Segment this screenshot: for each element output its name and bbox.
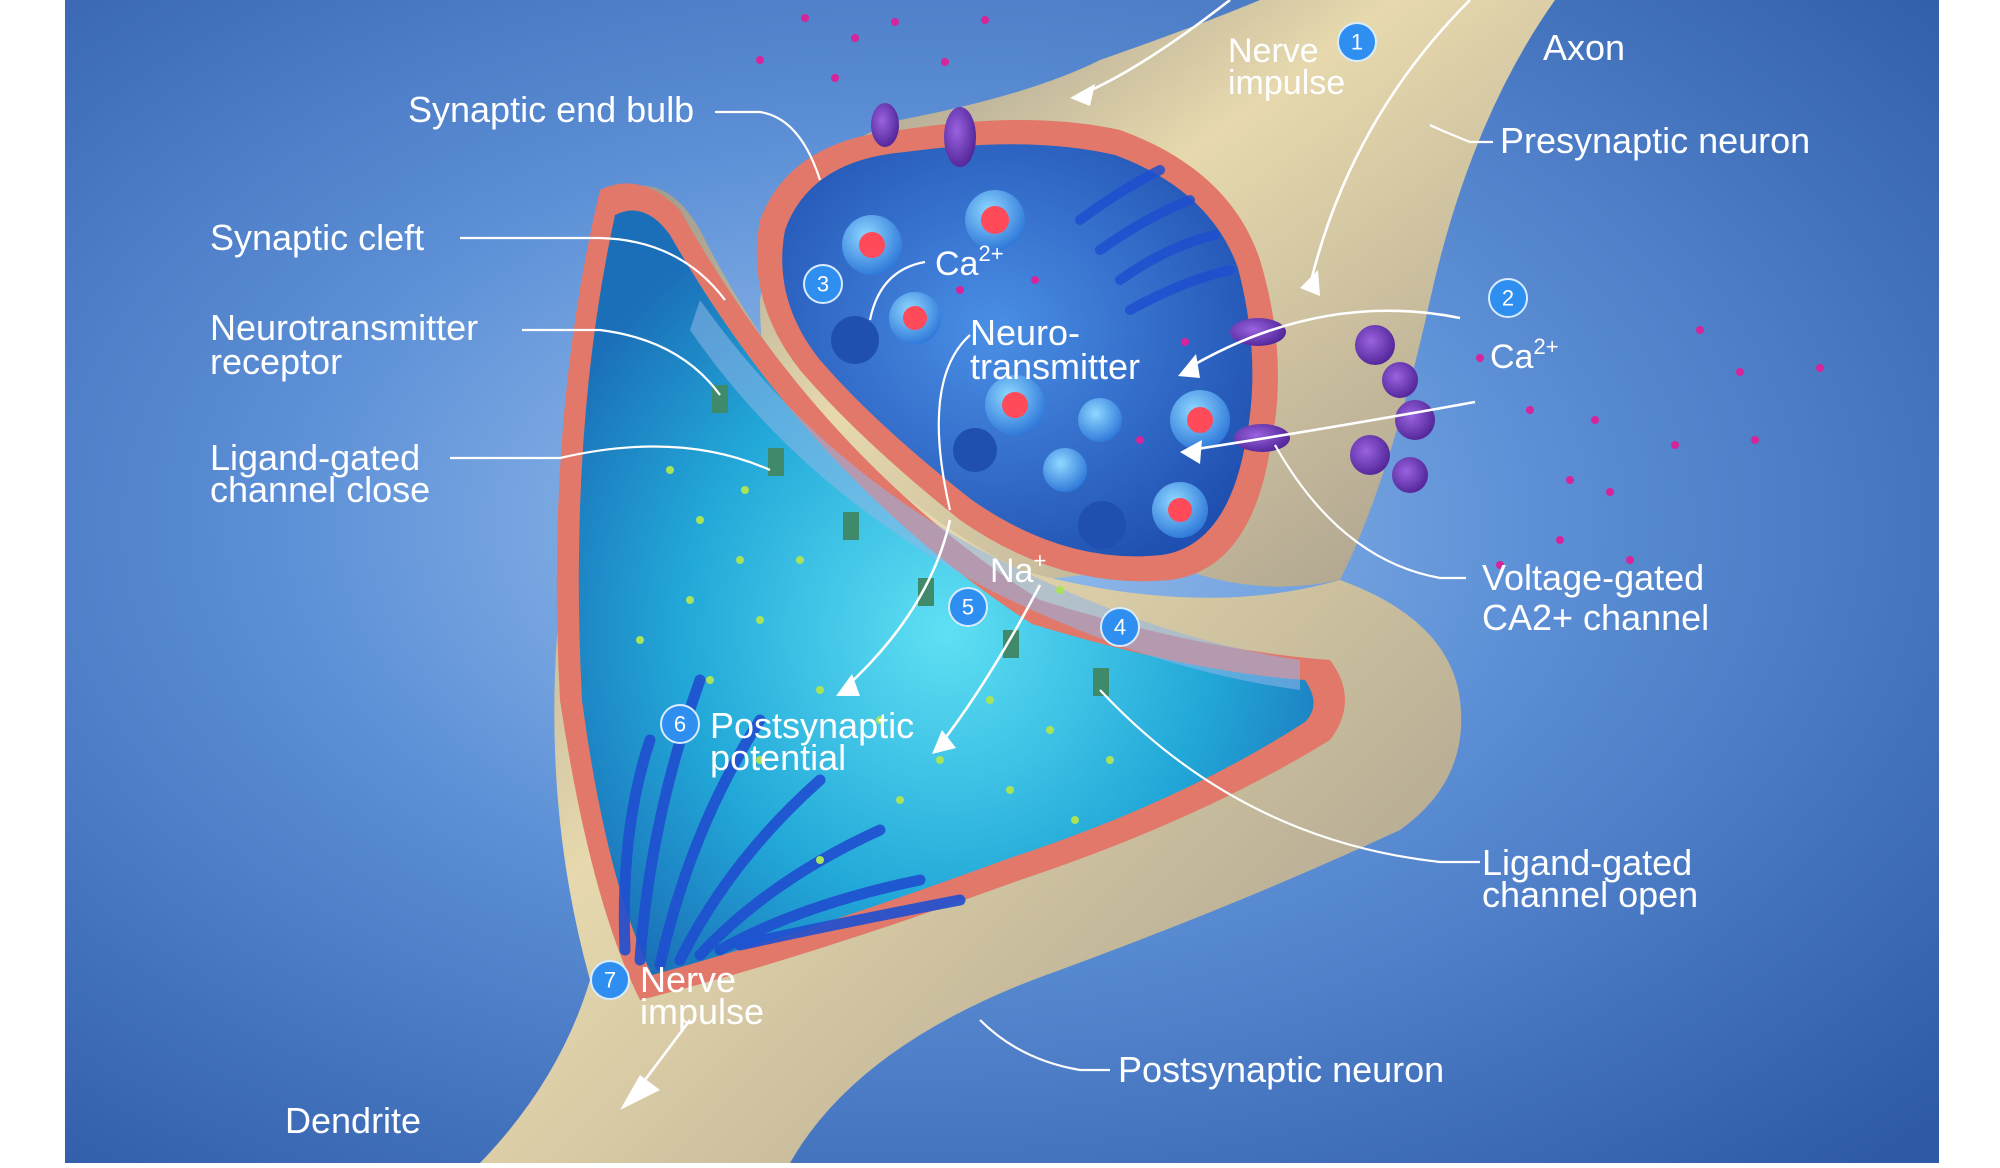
vesicle	[1078, 398, 1122, 442]
label-voltage-gated: Voltage-gated CA2+ channel	[1482, 557, 1714, 638]
leader-presynaptic-neuron	[1429, 124, 1493, 144]
leader-calcium-inside	[868, 260, 926, 321]
synaptic-cleft-band	[690, 300, 1300, 690]
svg-text:6: 6	[674, 712, 686, 737]
label-neurotransmitter: Neuro- transmitter	[970, 312, 1140, 387]
label-nerve-impulse-bottom: Nerve impulse	[640, 959, 764, 1032]
arrowhead	[1180, 440, 1202, 464]
sodium-arrow-right	[938, 584, 1042, 746]
vesicle	[889, 292, 941, 344]
leader-lines	[450, 110, 1493, 1072]
leader-neurotransmitter	[937, 334, 971, 511]
svg-text:5: 5	[962, 595, 974, 620]
ion-label-ca-inside: Ca2+	[935, 241, 1004, 283]
arrowhead	[1178, 354, 1200, 378]
step-badge-6: 6	[660, 704, 700, 744]
label-axon: Axon	[1543, 27, 1625, 68]
arrowhead	[932, 730, 956, 754]
vesicle	[842, 215, 902, 275]
label-presynaptic-neuron: Presynaptic neuron	[1500, 120, 1810, 161]
neurotransmitter-receptors	[712, 385, 1109, 696]
arrowhead	[836, 674, 860, 696]
calcium-entry-arrow-upper	[1184, 309, 1461, 372]
step-badge-5: 5	[948, 587, 988, 627]
leader-synaptic-end-bulb	[715, 110, 822, 181]
ion-label-ca-outside: Ca2+	[1490, 334, 1559, 376]
label-dendrite: Dendrite	[285, 1100, 421, 1141]
calcium-entry-arrow-lower	[1189, 400, 1476, 452]
vesicle	[965, 190, 1025, 250]
label-nerve-impulse-top: Nerve impulse	[1228, 32, 1345, 102]
step-badge-3: 3	[803, 264, 843, 304]
vesicle	[985, 375, 1045, 435]
arrowhead	[1300, 270, 1320, 296]
postsynaptic-filaments	[618, 674, 966, 971]
impulse-arrow-top	[1079, 0, 1231, 97]
sodium-ions	[636, 466, 1114, 864]
leader-ligand-close	[450, 445, 771, 472]
leader-voltage-gated	[1274, 444, 1466, 580]
vesicle	[1043, 448, 1087, 492]
svg-text:4: 4	[1114, 615, 1126, 640]
calcium-ions	[756, 14, 1824, 569]
label-synaptic-end-bulb: Synaptic end bulb	[408, 89, 694, 130]
label-neurotransmitter-receptor: Neurotransmitter receptor	[210, 307, 488, 382]
membrane-protein-cluster	[1350, 325, 1435, 493]
label-ligand-gated-close: Ligand-gated channel close	[210, 437, 430, 510]
vesicle	[1170, 390, 1230, 450]
leader-synaptic-cleft	[460, 236, 726, 301]
svg-text:1: 1	[1351, 30, 1363, 55]
svg-text:3: 3	[817, 272, 829, 297]
label-synaptic-cleft: Synaptic cleft	[210, 217, 424, 258]
svg-text:2: 2	[1502, 286, 1514, 311]
step-badge-7: 7	[590, 960, 630, 1000]
step-badge-2: 2	[1488, 278, 1528, 318]
label-postsynaptic-potential: Postsynaptic potential	[710, 705, 924, 778]
sodium-arrow-left	[844, 519, 952, 689]
voltage-gated-channels	[871, 103, 1290, 452]
label-postsynaptic-neuron: Postsynaptic neuron	[1118, 1049, 1444, 1090]
svg-text:7: 7	[604, 968, 616, 993]
leader-neurotransmitter-receptor	[522, 328, 721, 396]
label-ligand-gated-open: Ligand-gated channel open	[1482, 842, 1702, 915]
fusing-vesicles	[831, 316, 1126, 549]
process-arrows	[620, 0, 1476, 1110]
presynaptic-filaments	[1075, 165, 1235, 315]
arrowhead	[620, 1075, 660, 1110]
leader-postsynaptic-neuron	[979, 1019, 1110, 1072]
ion-label-na: Na+	[990, 548, 1046, 590]
impulse-arrow-axon	[1308, 0, 1471, 286]
leader-ligand-open	[1099, 689, 1480, 864]
step-badge-4: 4	[1100, 607, 1140, 647]
arrowhead	[1070, 84, 1095, 106]
synaptic-vesicles	[842, 190, 1230, 538]
step-badge-1: 1	[1337, 22, 1377, 62]
vesicle	[1152, 482, 1208, 538]
